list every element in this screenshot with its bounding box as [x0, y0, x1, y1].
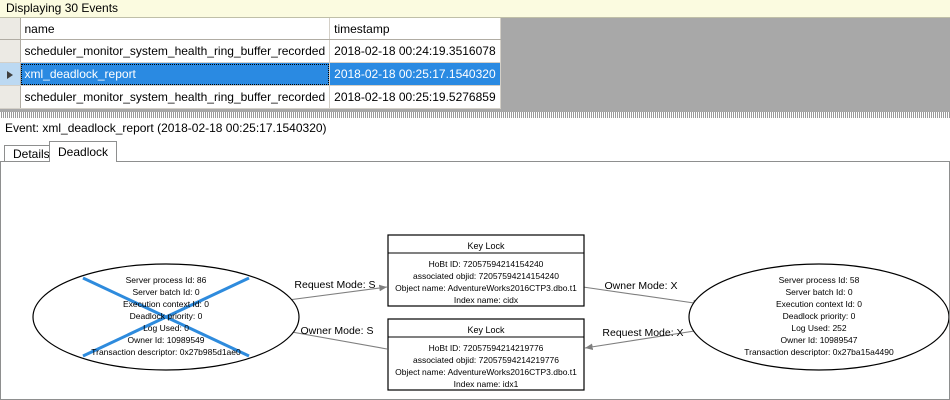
displaying-events-banner: Displaying 30 Events: [0, 0, 950, 18]
resource-top-line-0: HoBt ID: 72057594214154240: [429, 259, 544, 269]
edge-label-left-request: Request Mode: S: [294, 279, 375, 291]
process-left-line-2: Execution context Id: 0: [123, 299, 209, 309]
process-right-line-1: Server batch Id: 0: [785, 287, 852, 297]
resource-node-top[interactable]: Key Lock HoBt ID: 72057594214154240 asso…: [387, 234, 585, 307]
row-selector-cell[interactable]: [0, 39, 21, 63]
process-left-line-5: Owner Id: 10989549: [127, 335, 204, 345]
event-detail-header: Event: xml_deadlock_report (2018-02-18 0…: [0, 119, 950, 138]
resource-node-bottom[interactable]: Key Lock HoBt ID: 72057594214219776 asso…: [387, 318, 585, 391]
process-left-line-6: Transaction descriptor: 0x27b985d1ae0: [91, 347, 241, 357]
cell-timestamp[interactable]: 2018-02-18 00:25:19.5276859: [329, 85, 501, 109]
edge-label-right-request: Request Mode: X: [602, 327, 683, 339]
grid-splitter[interactable]: [0, 112, 950, 118]
resource-bottom-line-0: HoBt ID: 72057594214219776: [429, 343, 544, 353]
edge-right-request: Request Mode: X: [584, 327, 702, 351]
edge-right-owner: Owner Mode: X: [582, 280, 702, 307]
edge-label-left-owner: Owner Mode: S: [301, 325, 374, 337]
column-header-name[interactable]: name: [20, 18, 331, 40]
process-right-line-5: Owner Id: 10989547: [780, 335, 857, 345]
resource-bottom-line-1: associated objid: 72057594214219776: [413, 355, 559, 365]
resource-top-line-3: Index name: cidx: [454, 295, 519, 305]
resource-bottom-line-3: Index name: idx1: [454, 379, 519, 389]
table-row[interactable]: scheduler_monitor_system_health_ring_buf…: [0, 85, 501, 109]
cell-timestamp[interactable]: 2018-02-18 00:24:19.3516078: [329, 39, 501, 63]
process-left-line-4: Log Used: 0: [143, 323, 189, 333]
events-table-body: scheduler_monitor_system_health_ring_buf…: [0, 39, 501, 109]
process-node-right[interactable]: Server process Id: 58 Server batch Id: 0…: [688, 263, 949, 371]
process-left-line-0: Server process Id: 86: [126, 275, 207, 285]
resource-bottom-title: Key Lock: [467, 325, 505, 335]
resource-top-title: Key Lock: [467, 241, 505, 251]
cell-name[interactable]: scheduler_monitor_system_health_ring_buf…: [20, 39, 331, 63]
process-right-line-0: Server process Id: 58: [779, 275, 860, 285]
cell-timestamp[interactable]: 2018-02-18 00:25:17.1540320: [329, 62, 501, 86]
process-right-line-4: Log Used: 252: [791, 323, 847, 333]
row-selector-cell[interactable]: [0, 62, 21, 86]
current-row-arrow-icon: [6, 70, 13, 79]
tab-deadlock[interactable]: Deadlock: [49, 141, 118, 162]
tabstrip: Details Deadlock: [0, 140, 950, 162]
resource-top-line-1: associated objid: 72057594214154240: [413, 271, 559, 281]
process-right-line-3: Deadlock priority: 0: [783, 311, 856, 321]
column-header-timestamp[interactable]: timestamp: [329, 18, 501, 40]
victim-cross-line-2: [82, 276, 250, 358]
deadlock-graph-canvas[interactable]: Request Mode: S Owner Mode: S Owner Mode…: [0, 161, 950, 400]
cell-name[interactable]: xml_deadlock_report: [20, 62, 331, 86]
events-grid[interactable]: name timestamp scheduler_monitor_system_…: [0, 18, 950, 117]
resource-top-line-2: Object name: AdventureWorks2016CTP3.dbo.…: [395, 283, 577, 293]
process-left-line-3: Deadlock priority: 0: [130, 311, 203, 321]
table-row[interactable]: scheduler_monitor_system_health_ring_buf…: [0, 39, 501, 63]
resource-bottom-line-2: Object name: AdventureWorks2016CTP3.dbo.…: [395, 367, 577, 377]
cell-name[interactable]: scheduler_monitor_system_health_ring_buf…: [20, 85, 331, 109]
process-right-line-2: Execution context Id: 0: [776, 299, 862, 309]
process-left-line-1: Server batch Id: 0: [132, 287, 199, 297]
table-header-row: name timestamp: [0, 18, 501, 40]
edge-label-right-owner: Owner Mode: X: [605, 280, 678, 292]
events-table: name timestamp scheduler_monitor_system_…: [0, 18, 501, 109]
process-node-left[interactable]: Server process Id: 86 Server batch Id: 0…: [32, 263, 300, 371]
process-right-line-6: Transaction descriptor: 0x27ba15a4490: [744, 347, 894, 357]
row-selector-cell[interactable]: [0, 85, 21, 109]
row-selector-header: [0, 18, 21, 40]
